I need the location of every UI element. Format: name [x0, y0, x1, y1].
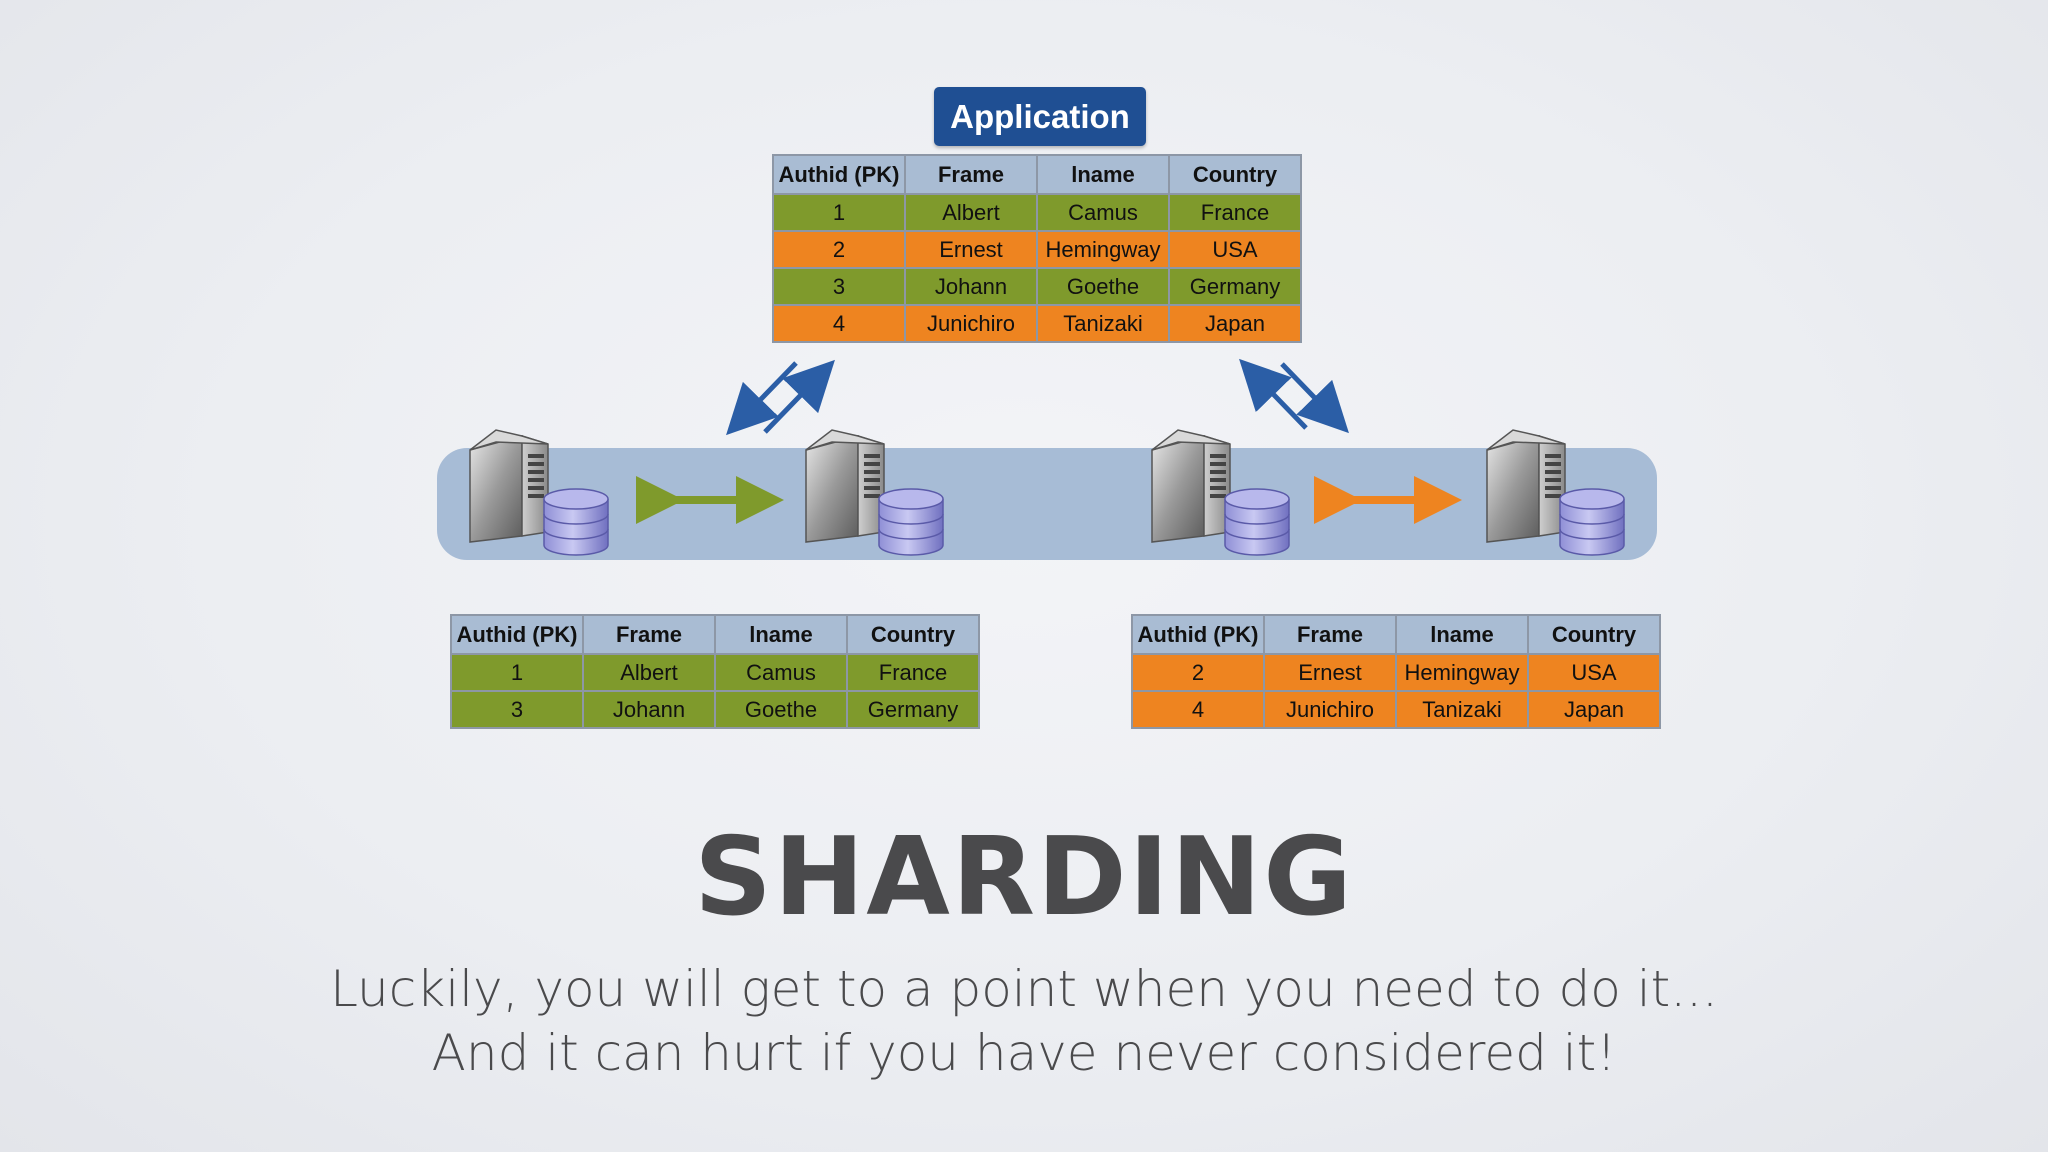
cell-country: France — [1168, 193, 1302, 232]
cell-country: Germany — [1168, 267, 1302, 306]
column-header: Country — [1527, 614, 1661, 655]
column-header: Country — [1168, 154, 1302, 195]
cell-lname: Goethe — [714, 690, 848, 729]
database-icon — [878, 488, 944, 556]
cell-frame: Johann — [904, 267, 1038, 306]
cell-frame: Albert — [582, 653, 716, 692]
arrow-to-left-cluster — [726, 361, 798, 436]
arrow-from-left-cluster — [763, 359, 835, 434]
cell-frame: Ernest — [1263, 653, 1397, 692]
cell-frame: Albert — [904, 193, 1038, 232]
cell-frame: Junichiro — [1263, 690, 1397, 729]
column-header: Authid (PK) — [1131, 614, 1265, 655]
table-row: 2 Ernest Hemingway USA — [772, 230, 1302, 269]
database-icon — [1559, 488, 1625, 556]
cell-country: USA — [1527, 653, 1661, 692]
cell-id: 4 — [772, 304, 906, 343]
column-header: Frame — [904, 154, 1038, 195]
server-icon — [1486, 429, 1566, 543]
cell-id: 3 — [450, 690, 584, 729]
cell-lname: Hemingway — [1395, 653, 1529, 692]
column-header: Authid (PK) — [450, 614, 584, 655]
table-row: 1 Albert Camus France — [450, 653, 980, 692]
arrow-from-right-cluster — [1239, 358, 1308, 430]
cell-frame: Ernest — [904, 230, 1038, 269]
main-table: Authid (PK) Frame lname Country 1 Albert… — [772, 154, 1302, 343]
table-header-row: Authid (PK) Frame lname Country — [772, 154, 1302, 195]
cell-country: Germany — [846, 690, 980, 729]
cell-lname: Camus — [1036, 193, 1170, 232]
table-row: 4 Junichiro Tanizaki Japan — [1131, 690, 1661, 729]
server-icon — [469, 429, 549, 543]
cell-id: 1 — [772, 193, 906, 232]
shard-table-right: Authid (PK) Frame lname Country 2 Ernest… — [1131, 614, 1661, 729]
column-header: Country — [846, 614, 980, 655]
cell-lname: Tanizaki — [1395, 690, 1529, 729]
column-header: Frame — [582, 614, 716, 655]
cell-id: 2 — [772, 230, 906, 269]
column-header: Frame — [1263, 614, 1397, 655]
application-label: Application — [934, 87, 1146, 146]
server-icon — [805, 429, 885, 543]
slide-subtitle-line-1: Luckily, you will get to a point when yo… — [330, 960, 1718, 1018]
column-header: lname — [714, 614, 848, 655]
slide-subtitle-line-2: And it can hurt if you have never consid… — [431, 1024, 1617, 1082]
cell-id: 2 — [1131, 653, 1265, 692]
cell-country: Japan — [1168, 304, 1302, 343]
cell-frame: Junichiro — [904, 304, 1038, 343]
table-row: 3 Johann Goethe Germany — [772, 267, 1302, 306]
slide-title: SHARDING — [694, 815, 1354, 940]
column-header: lname — [1395, 614, 1529, 655]
cell-id: 3 — [772, 267, 906, 306]
server-icon — [1151, 429, 1231, 543]
column-header: lname — [1036, 154, 1170, 195]
table-row: 3 Johann Goethe Germany — [450, 690, 980, 729]
table-row: 4 Junichiro Tanizaki Japan — [772, 304, 1302, 343]
cell-id: 4 — [1131, 690, 1265, 729]
cell-id: 1 — [450, 653, 584, 692]
cell-lname: Tanizaki — [1036, 304, 1170, 343]
cell-lname: Goethe — [1036, 267, 1170, 306]
shard-table-left: Authid (PK) Frame lname Country 1 Albert… — [450, 614, 980, 729]
database-icon — [1224, 488, 1290, 556]
table-header-row: Authid (PK) Frame lname Country — [450, 614, 980, 655]
cell-country: USA — [1168, 230, 1302, 269]
cell-lname: Camus — [714, 653, 848, 692]
table-row: 2 Ernest Hemingway USA — [1131, 653, 1661, 692]
table-header-row: Authid (PK) Frame lname Country — [1131, 614, 1661, 655]
cell-frame: Johann — [582, 690, 716, 729]
arrow-to-right-cluster — [1280, 362, 1349, 434]
column-header: Authid (PK) — [772, 154, 906, 195]
cell-country: Japan — [1527, 690, 1661, 729]
cell-lname: Hemingway — [1036, 230, 1170, 269]
table-row: 1 Albert Camus France — [772, 193, 1302, 232]
database-icon — [543, 488, 609, 556]
cell-country: France — [846, 653, 980, 692]
